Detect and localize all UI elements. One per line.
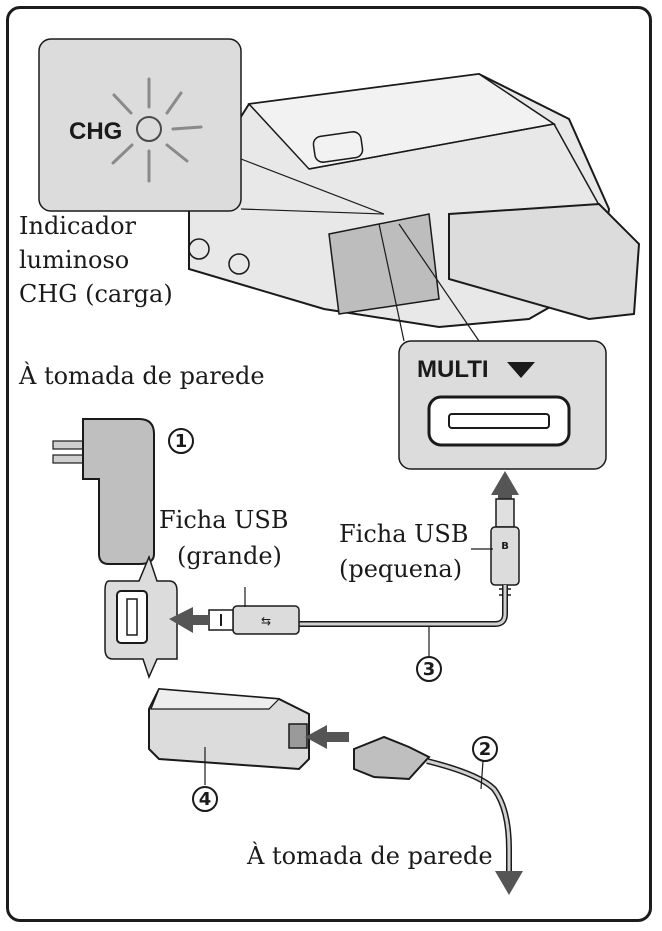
callout-2: 2 — [472, 736, 498, 762]
insert-arrow-left-icon-2 — [305, 725, 349, 749]
wall-outlet-label-top: À tomada de parede — [19, 362, 265, 390]
svg-text:2: 2 — [479, 739, 492, 760]
svg-text:B: B — [501, 541, 509, 552]
usb-plug-large-label-line-1: Ficha USB — [159, 506, 289, 534]
indicator-label-line-2: luminoso — [19, 246, 130, 274]
multi-triangle-icon — [507, 362, 535, 378]
camera-body — [188, 72, 641, 329]
callout-4: 4 — [192, 786, 218, 812]
svg-text:1: 1 — [175, 431, 188, 452]
svg-text:⇆: ⇆ — [261, 614, 271, 628]
callout-3: 3 — [416, 656, 442, 682]
connection-diagram: CHG MULTI B — [38, 38, 641, 895]
svg-text:3: 3 — [423, 659, 436, 680]
power-cord — [353, 735, 512, 871]
indicator-label-line-3: CHG (carga) — [19, 280, 173, 308]
multi-port-label: MULTI — [417, 356, 489, 383]
usb-plug-small-label-line-1: Ficha USB — [339, 520, 469, 548]
chg-zoom-panel: CHG — [38, 38, 385, 215]
led-glow-rays-icon — [111, 77, 203, 183]
usb-plug-small: B — [490, 498, 520, 596]
chg-led-icon — [136, 116, 162, 142]
ac-adapter — [148, 687, 310, 771]
usb-cable — [299, 585, 508, 627]
indicator-label-line-1: Indicador — [19, 212, 137, 240]
callout-1: 1 — [168, 428, 194, 454]
insert-arrow-left-icon — [169, 607, 209, 633]
wall-adapter — [52, 418, 155, 565]
wall-outlet-label-bottom: À tomada de parede — [247, 842, 493, 870]
usb-plug-large: ⇆ — [208, 605, 300, 635]
multi-port-zoom-panel: MULTI — [378, 223, 607, 470]
usb-port-zoom-bubble — [104, 554, 178, 680]
svg-text:4: 4 — [199, 789, 212, 810]
diagram-frame: CHG MULTI B — [6, 6, 652, 922]
to-outlet-arrow-down-icon — [495, 871, 523, 895]
usb-plug-small-label-line-2: (pequena) — [339, 555, 463, 583]
usb-plug-large-label-line-2: (grande) — [177, 542, 282, 570]
chg-indicator-text: CHG — [69, 118, 122, 145]
